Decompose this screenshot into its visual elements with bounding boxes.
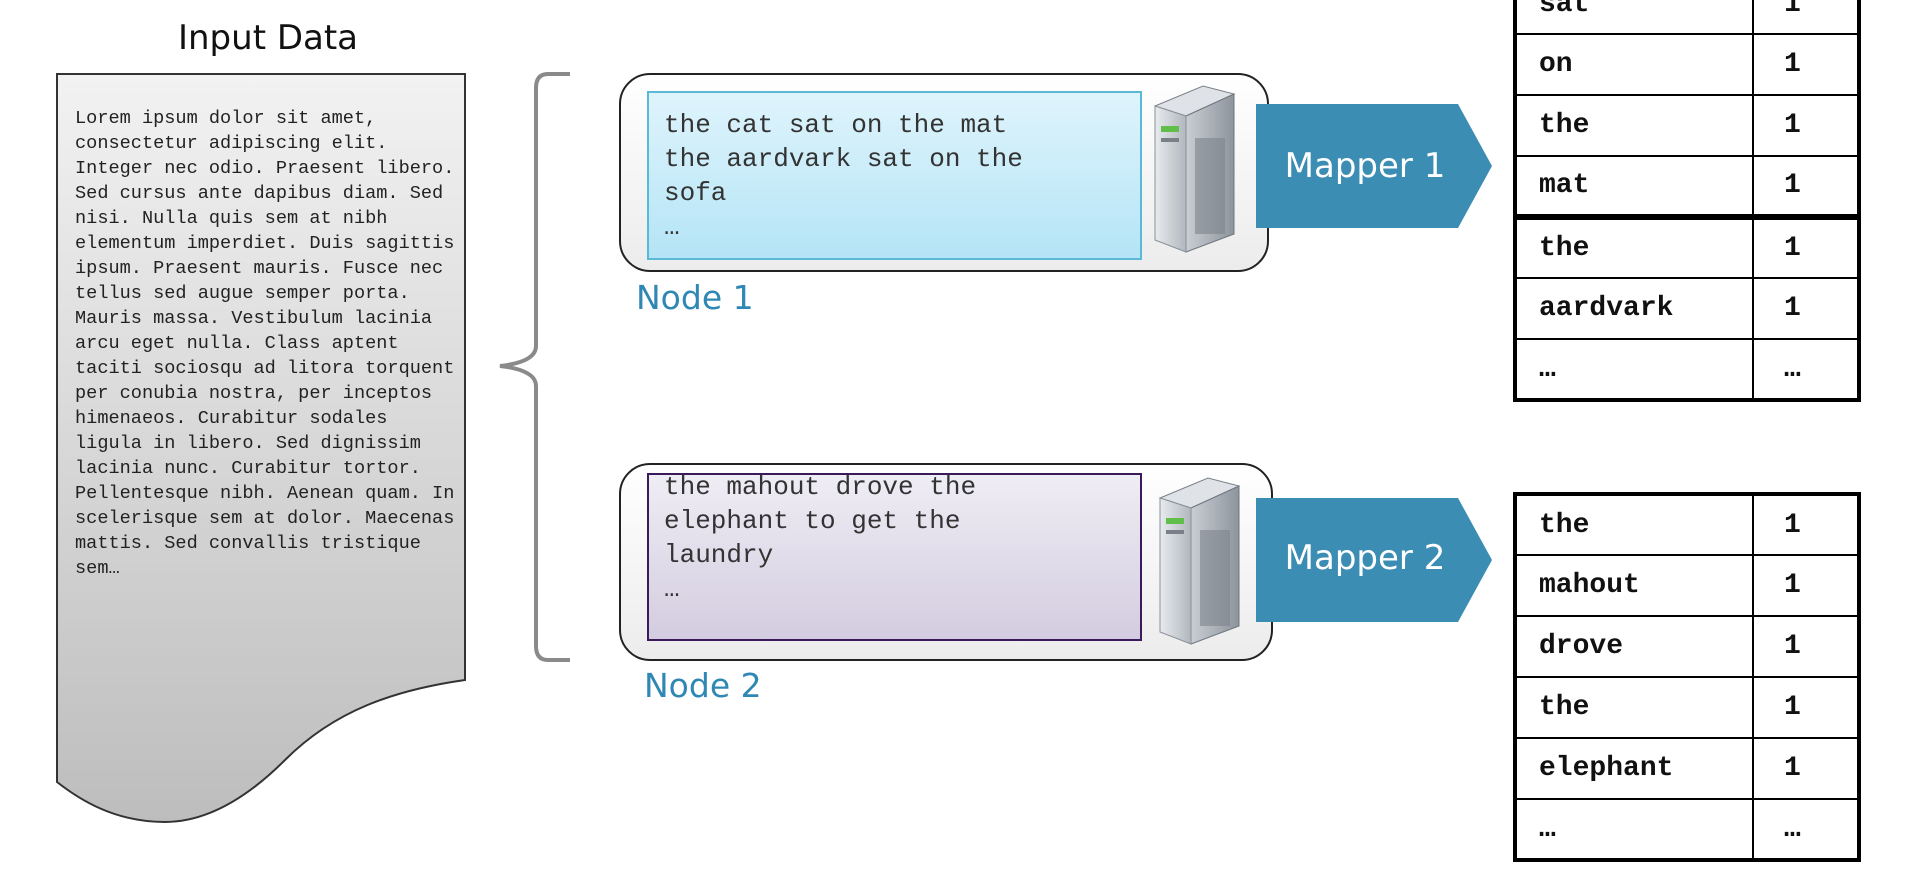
node2-line: … [664,574,680,604]
node2-data-box [647,473,1142,641]
mapper1-label: Mapper 1 [1284,146,1446,186]
mapper1-arrow [1256,104,1492,228]
value-cell: … [1752,798,1860,861]
mapper2-label: Mapper 2 [1284,538,1446,578]
key-cell: mahout [1514,554,1754,617]
value-cell: 1 [1752,554,1860,617]
value-cell: 1 [1752,493,1860,556]
value-cell: 1 [1752,216,1860,279]
curly-brace [499,72,570,662]
value-cell: 1 [1752,0,1860,35]
key-cell: on [1514,33,1754,96]
key-cell: elephant [1514,737,1754,800]
value-cell: … [1752,338,1860,401]
key-cell: drove [1514,615,1754,678]
key-cell: mat [1514,155,1754,220]
value-cell: 1 [1752,615,1860,678]
node2-line: the mahout drove the [664,472,977,502]
key-cell: … [1514,338,1754,401]
value-cell: 1 [1752,33,1860,96]
node1-line: sofa [664,178,727,208]
node1-line: … [664,212,680,242]
server-icon [1158,477,1241,645]
key-cell: the [1514,676,1754,739]
node1-data-text: the cat sat on the mat the aardvark sat … [664,108,1134,244]
server-icon [1153,85,1236,253]
node2-data-text: the mahout drove the elephant to get the… [664,470,1134,606]
key-cell: the [1514,493,1754,556]
value-cell: 1 [1752,94,1860,157]
value-cell: 1 [1752,737,1860,800]
key-cell: the [1514,94,1754,157]
node1-data-box [647,91,1142,260]
document-shape [56,73,466,824]
key-cell: sat [1514,0,1754,35]
node2-line: laundry [664,540,774,570]
input-data-title: Input Data [177,18,359,58]
table-row: …… [1514,338,1860,401]
key-cell: aardvark [1514,277,1754,340]
mapper2-arrow [1256,498,1492,622]
table-row: …… [1514,798,1860,861]
value-cell: 1 [1752,277,1860,340]
value-cell: 1 [1752,676,1860,739]
node1-label: Node 1 [636,278,754,317]
node1-line: the cat sat on the mat [664,110,1008,140]
input-document-text: Lorem ipsum dolor sit amet, consectetur … [75,108,455,579]
key-cell: the [1514,216,1754,279]
value-cell: 1 [1752,155,1860,220]
node1-line: the aardvark sat on the [664,144,1023,174]
node2-label: Node 2 [644,666,762,705]
node2-line: elephant to get the [664,506,961,536]
key-cell: … [1514,798,1754,861]
